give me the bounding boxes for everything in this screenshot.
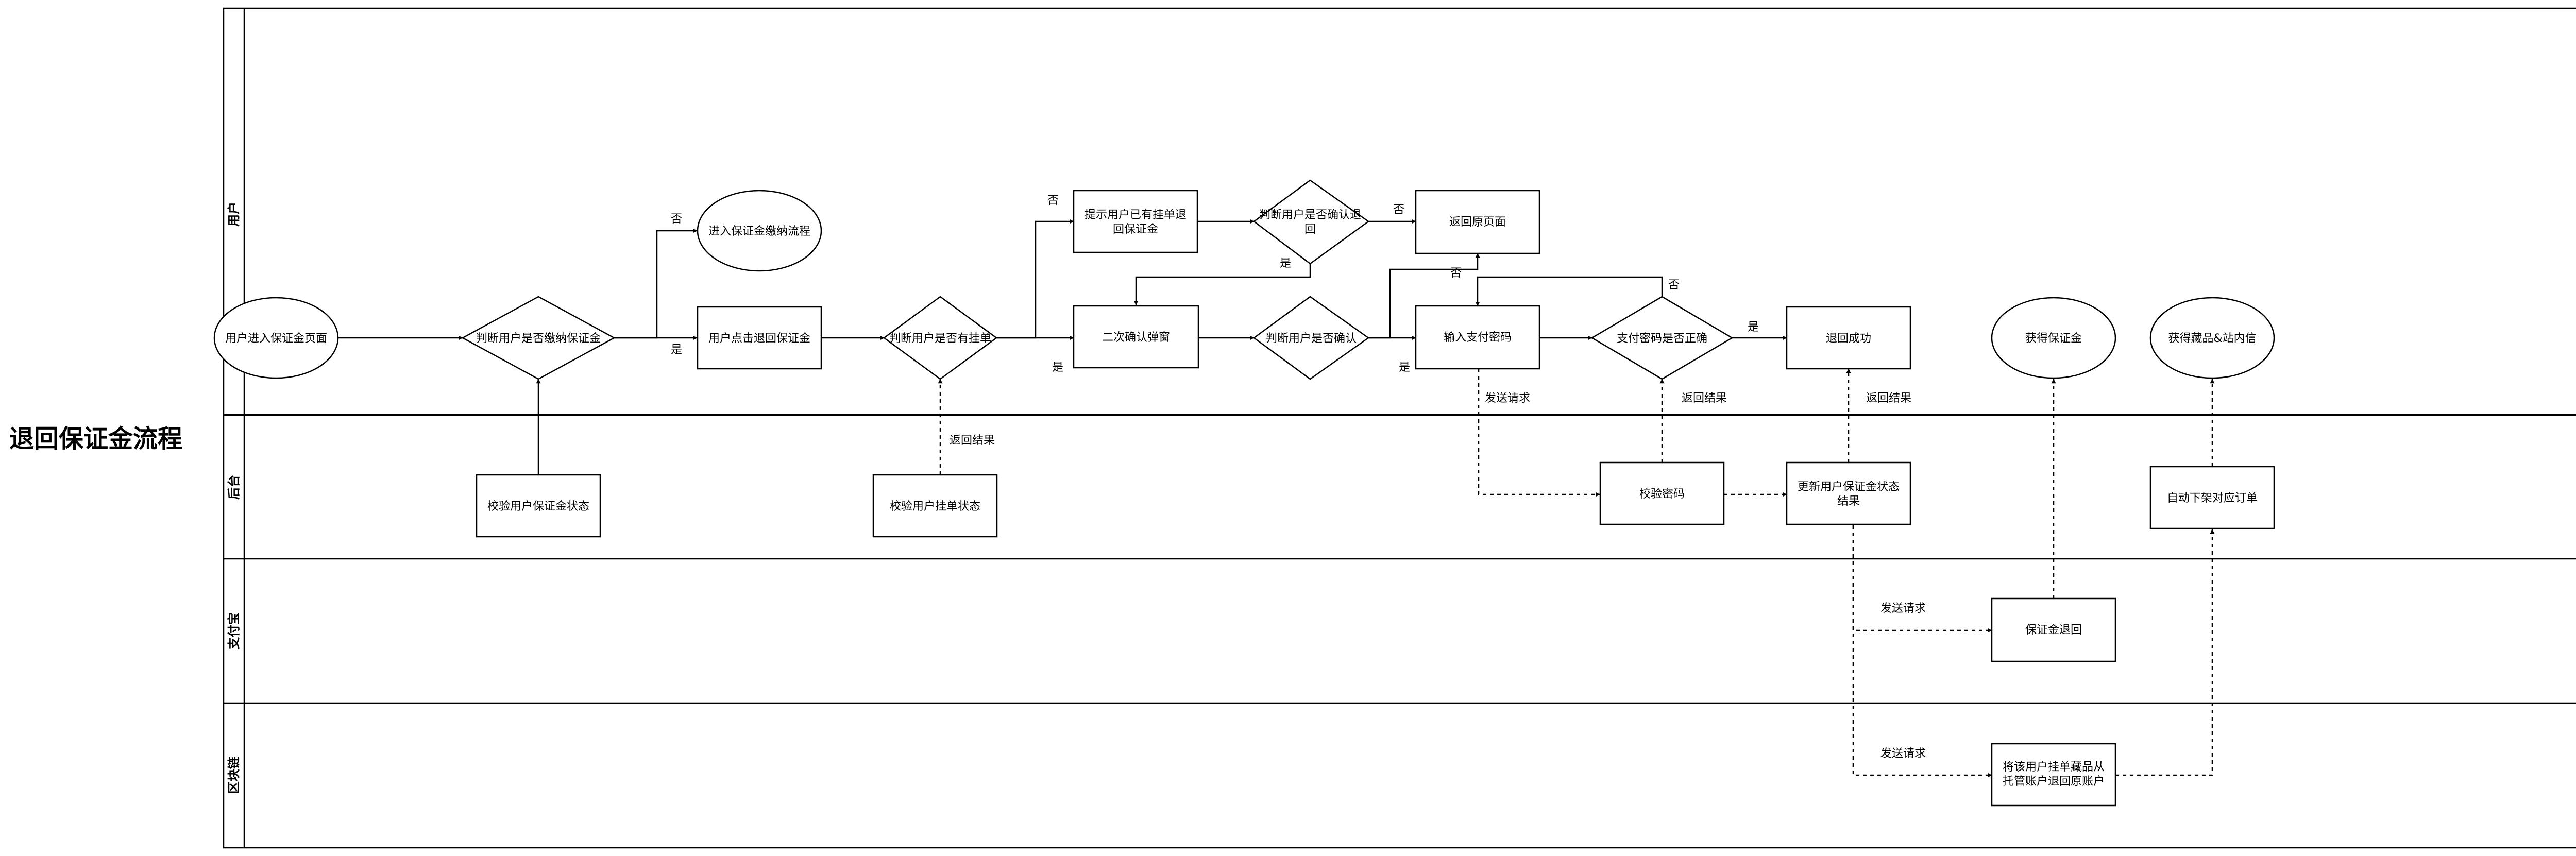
svg-text:支付密码是否正确: 支付密码是否正确 [1617,332,1707,345]
lane-label-backend: 后台 [227,475,241,500]
diagram-title: 退回保证金流程 [9,424,182,453]
svg-text:将该用户挂单藏品从: 将该用户挂单藏品从 [2003,761,2105,774]
svg-text:结果: 结果 [1837,495,1860,508]
svg-text:返回原页面: 返回原页面 [1449,216,1506,229]
svg-text:判断用户是否缴纳保证金: 判断用户是否缴纳保证金 [476,332,601,345]
node-judge-confirm-refund: 判断用户是否确认退 回 [1252,179,1370,265]
edge-label-no-prompt: 否 [1047,194,1059,207]
node-input-password: 输入支付密码 [1415,305,1540,370]
edge-label-yes-refund-success: 是 [1748,321,1759,334]
svg-text:校验用户保证金状态: 校验用户保证金状态 [487,500,589,513]
edge-label-listing-result: 返回结果 [950,434,995,447]
edge-judge-confirm-to-return-page [1368,253,1480,339]
edge-label-verify-result: 返回结果 [1682,392,1727,405]
svg-text:进入保证金缴纳流程: 进入保证金缴纳流程 [708,225,810,238]
edge-label-yes-back-to-popup: 是 [1280,257,1291,270]
node-auto-delist: 自动下架对应订单 [2149,466,2275,529]
edge-label-no-judge-confirm: 否 [1450,267,1462,280]
node-click-refund: 用户点击退回保证金 [697,306,822,370]
nodes: 用户进入保证金页面 判断用户是否缴纳保证金 进入保证金缴纳流程 用户点击退回保证… [213,179,2275,807]
svg-text:校验用户挂单状态: 校验用户挂单状态 [890,500,980,513]
node-verify-password: 校验密码 [1599,461,1725,525]
svg-text:自动下架对应订单: 自动下架对应订单 [2167,492,2258,505]
svg-text:回保证金: 回保证金 [1113,223,1158,236]
node-refund-success: 退回成功 [1786,306,1911,370]
node-confirm-popup: 二次确认弹窗 [1073,305,1199,369]
edge-input-password-to-verify [1478,369,1600,497]
svg-text:获得藏品&站内信: 获得藏品&站内信 [2168,332,2256,345]
edge-label-no-return-page: 否 [1393,203,1404,216]
svg-text:校验密码: 校验密码 [1639,488,1685,501]
node-return-items: 将该用户挂单藏品从 托管账户退回原账户 [1991,743,2116,807]
svg-text:判断用户是否确认: 判断用户是否确认 [1266,332,1357,345]
node-return-page: 返回原页面 [1415,190,1540,254]
svg-text:回: 回 [1304,223,1316,236]
node-judge-confirm: 判断用户是否确认 [1252,296,1370,380]
svg-text:输入支付密码: 输入支付密码 [1444,331,1512,344]
edge-judge-listing-to-prompt [996,219,1074,339]
node-start: 用户进入保证金页面 [213,297,339,379]
lane-label-user: 用户 [227,202,241,227]
swimlanes: 用户 后台 支付宝 区块链 [223,7,2576,849]
edge-label-yes-confirm-popup: 是 [1052,361,1063,374]
edge-judge-password-to-input-password [1475,276,1663,306]
edge-label-send-verify: 发送请求 [1485,392,1530,405]
edge-label-no-pay-flow: 否 [671,213,682,226]
svg-text:用户点击退回保证金: 用户点击退回保证金 [708,332,810,345]
svg-text:判断用户是否有挂单: 判断用户是否有挂单 [889,332,991,345]
svg-text:提示用户已有挂单退: 提示用户已有挂单退 [1084,209,1187,221]
node-deposit-return: 保证金退回 [1991,597,2116,662]
edge-update-status-to-deposit-return [1852,525,1992,633]
node-check-listing-status: 校验用户挂单状态 [872,474,998,538]
node-judge-listing: 判断用户是否有挂单 [883,296,998,380]
lane-label-blockchain: 区块链 [227,756,241,794]
node-check-deposit-status: 校验用户保证金状态 [476,474,601,538]
svg-text:托管账户退回原账户: 托管账户退回原账户 [2003,775,2105,788]
svg-text:二次确认弹窗: 二次确认弹窗 [1102,331,1170,344]
edge-update-status-to-return-items [1852,525,1992,778]
svg-text:退回成功: 退回成功 [1826,332,1871,345]
node-prompt-listing: 提示用户已有挂单退 回保证金 [1073,190,1198,253]
edge-judge-paid-to-pay-flow [614,228,698,339]
edge-label-yes-input-password: 是 [1399,361,1410,374]
edge-judge-confirm-refund-to-confirm-popup [1133,264,1311,305]
edge-label-yes-click-refund: 是 [671,344,682,356]
svg-text:保证金退回: 保证金退回 [2025,624,2082,637]
node-judge-password: 支付密码是否正确 [1590,296,1734,380]
svg-text:判断用户是否确认退: 判断用户是否确认退 [1259,209,1361,221]
svg-text:用户进入保证金页面: 用户进入保证金页面 [225,332,327,345]
edge-return-items-to-auto-delist [2115,529,2215,776]
edge-label-no-retry-password: 否 [1668,279,1680,292]
node-judge-paid: 判断用户是否缴纳保证金 [461,296,616,380]
node-pay-flow: 进入保证金缴纳流程 [697,190,822,272]
edge-label-send-blockchain: 发送请求 [1880,747,1926,760]
lane-label-alipay: 支付宝 [227,612,241,649]
connectors: 否 是 返回结果 否 是 否 是 是 否 否 [338,194,2215,778]
node-get-items: 获得藏品&站内信 [2149,297,2275,379]
edge-label-update-result: 返回结果 [1866,392,1911,405]
node-update-status: 更新用户保证金状态 结果 [1786,461,1911,525]
svg-text:更新用户保证金状态: 更新用户保证金状态 [1798,481,1900,493]
edge-label-send-alipay: 发送请求 [1880,602,1926,615]
node-get-deposit: 获得保证金 [1991,297,2116,379]
svg-text:获得保证金: 获得保证金 [2025,332,2082,345]
